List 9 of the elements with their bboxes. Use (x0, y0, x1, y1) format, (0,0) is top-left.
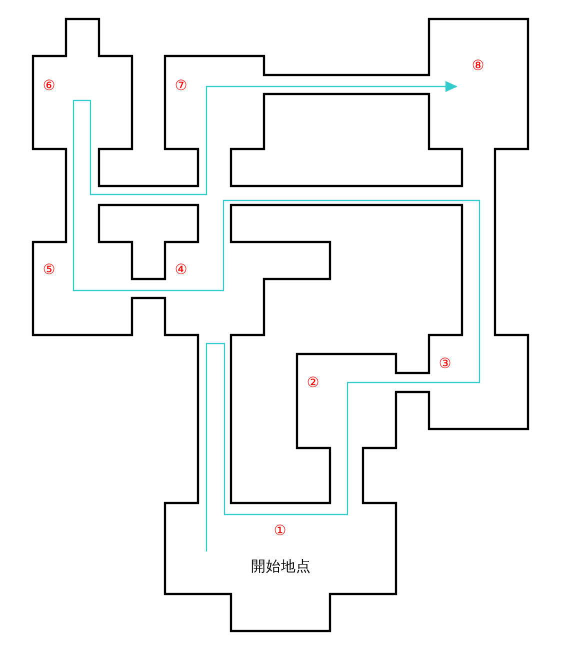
callout-number: ⑤ (42, 263, 56, 277)
callout-number: ② (306, 376, 320, 390)
callout-number: ⑦ (174, 79, 188, 93)
callout-number: ① (274, 524, 286, 538)
callout-number: ③ (438, 357, 452, 371)
callout-number: ⑥ (42, 79, 56, 93)
place-label: 開始地点 (251, 560, 311, 574)
callout-number: ④ (174, 263, 188, 277)
callout-number: ⑧ (472, 59, 484, 73)
